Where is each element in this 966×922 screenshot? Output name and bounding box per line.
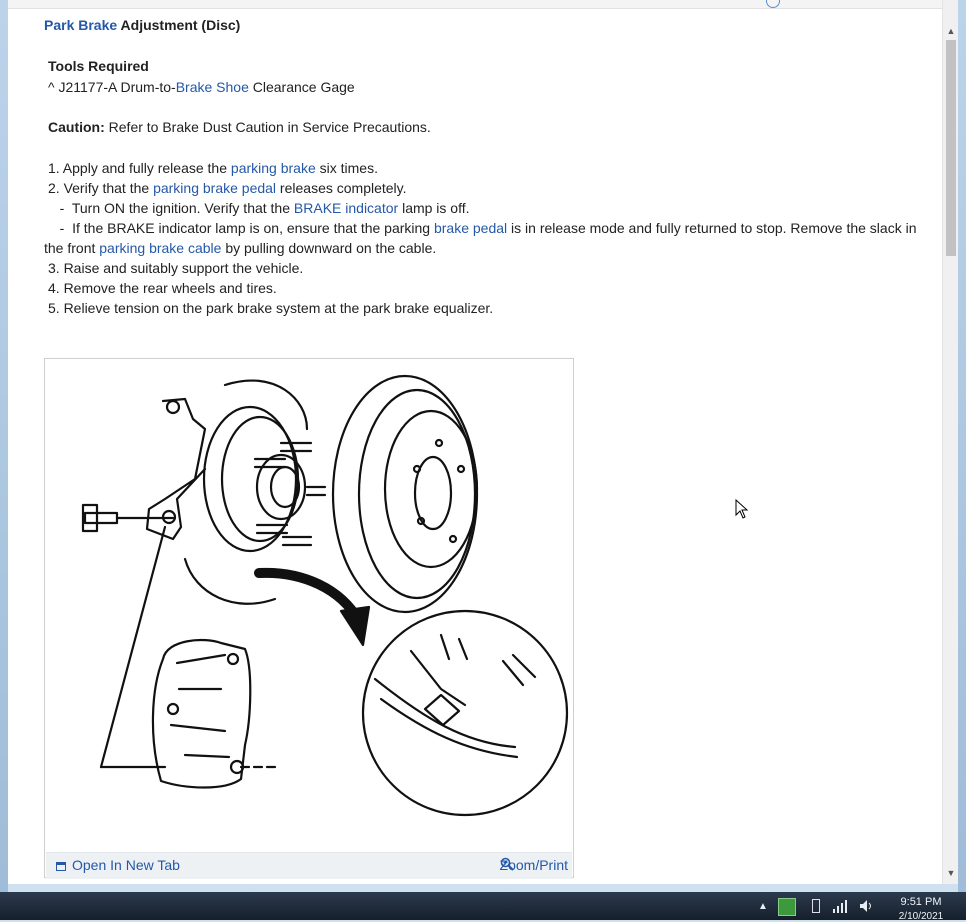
step-2-sub-2-cont: the front parking brake cable by pulling… — [44, 239, 436, 257]
link-brake-shoe[interactable]: Brake Shoe — [175, 79, 249, 95]
title-text: Adjustment (Disc) — [117, 17, 241, 33]
clock-time[interactable]: 9:51 PM — [900, 896, 942, 908]
scroll-up-arrow-icon[interactable]: ▲ — [946, 26, 956, 36]
tool-suffix: Clearance Gage — [248, 79, 355, 95]
magnifier-icon — [500, 857, 514, 871]
step-1-pre: 1. Apply and fully release the — [48, 160, 231, 176]
title-link-park-brake[interactable]: Park Brake — [44, 17, 118, 33]
new-tab-icon — [56, 862, 66, 871]
caution-label: Caution: — [48, 119, 105, 135]
sub-1-pre: - Turn ON the ignition. Verify that the — [48, 200, 294, 216]
step-2: 2. Verify that the parking brake pedal r… — [48, 179, 407, 197]
zoom-print-label: Zoom/Print — [499, 857, 568, 873]
step-2-pre: 2. Verify that the — [48, 180, 154, 196]
battery-icon[interactable] — [812, 899, 820, 913]
scroll-down-arrow-icon[interactable]: ▼ — [946, 868, 956, 878]
sub-2b-post: by pulling downward on the cable. — [221, 240, 437, 256]
caution-line: Caution: Refer to Brake Dust Caution in … — [48, 118, 431, 136]
link-brake-indicator[interactable]: BRAKE indicator — [293, 200, 399, 216]
window-frame-left — [0, 0, 8, 892]
vertical-scrollbar[interactable]: ▲ ▼ — [942, 0, 959, 884]
brake-diagram-figure: Open In New Tab Zoom/Print — [44, 358, 574, 879]
taskbar: ▲ 9:51 PM 2/10/2021 — [0, 892, 966, 922]
clock-date[interactable]: 2/10/2021 — [898, 911, 944, 922]
step-2-sub-1: - Turn ON the ignition. Verify that the … — [48, 199, 470, 217]
toolbar-edge — [8, 0, 942, 9]
link-brake-pedal[interactable]: brake pedal — [433, 220, 508, 236]
step-2-post: releases completely. — [276, 180, 407, 196]
zoom-print-link[interactable]: Zoom/Print — [500, 857, 568, 873]
sub-1-post: lamp is off. — [398, 200, 470, 216]
mouse-pointer-icon — [735, 499, 749, 519]
volume-icon[interactable] — [858, 898, 874, 914]
brake-assembly-illustration[interactable] — [45, 359, 573, 853]
tool-line: ^ J21177-A Drum-to-Brake Shoe Clearance … — [48, 78, 355, 96]
open-in-new-tab-link[interactable]: Open In New Tab — [56, 857, 180, 873]
page-title: Park Brake Adjustment (Disc) — [44, 16, 240, 34]
tools-heading: Tools Required — [48, 57, 149, 75]
step-1: 1. Apply and fully release the parking b… — [48, 159, 378, 177]
tool-prefix: ^ J21177-A Drum-to- — [48, 79, 176, 95]
link-parking-brake-pedal[interactable]: parking brake pedal — [153, 180, 277, 196]
toolbar-icon[interactable] — [766, 0, 780, 8]
step-3: 3. Raise and suitably support the vehicl… — [48, 260, 304, 276]
document-view: Park Brake Adjustment (Disc) Tools Requi… — [8, 0, 942, 884]
scroll-thumb[interactable] — [946, 40, 956, 256]
window-frame-right — [958, 0, 966, 892]
open-tab-label: Open In New Tab — [72, 857, 180, 873]
step-5: 5. Relieve tension on the park brake sys… — [48, 300, 494, 316]
link-parking-brake[interactable]: parking brake — [230, 160, 316, 176]
link-parking-brake-cable[interactable]: parking brake cable — [99, 240, 222, 256]
sub-2b-pre: the front — [44, 240, 100, 256]
tools-heading-text: Tools Required — [48, 58, 149, 74]
sub-2-post: is in release mode and fully returned to… — [507, 220, 917, 236]
network-signal-icon[interactable] — [832, 898, 848, 914]
caution-text: Refer to Brake Dust Caution in Service P… — [104, 119, 431, 135]
step-1-post: six times. — [315, 160, 378, 176]
show-hidden-icons-icon[interactable]: ▲ — [758, 901, 768, 912]
app-tray-icon[interactable] — [778, 898, 796, 916]
step-2-sub-2: - If the BRAKE indicator lamp is on, ens… — [48, 219, 917, 237]
sub-2-pre: - If the BRAKE indicator lamp is on, ens… — [48, 220, 434, 236]
step-4: 4. Remove the rear wheels and tires. — [48, 280, 277, 296]
figure-footer: Open In New Tab Zoom/Print — [46, 852, 572, 879]
